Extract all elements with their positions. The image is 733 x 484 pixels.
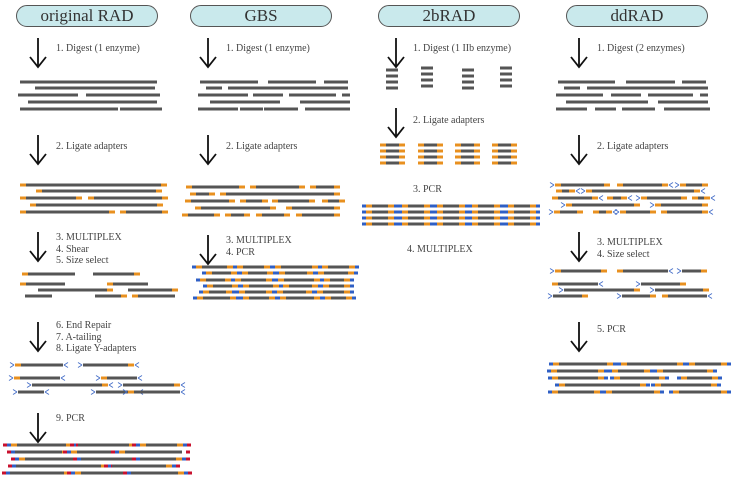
y-adapter-mark [26,382,32,388]
step-label: 1. Digest (1 enzyme) [56,43,140,54]
y-adapter-mark [560,202,566,208]
step-label: 6. End Repair 7. A-tailing 8. Ligate Y-a… [56,320,137,354]
step-label: 4. MULTIPLEX [407,244,473,255]
step-label: 1. Digest (2 enzymes) [597,43,685,54]
y-adapter-mark [575,188,581,194]
step-label: 9. PCR [56,413,85,424]
down-arrow-icon [199,235,217,266]
y-adapter-mark [12,389,18,395]
y-adapter-mark [598,281,604,287]
y-adapter-mark [95,375,101,381]
y-adapter-mark [649,287,655,293]
step-label: 1. Digest (1 IIb enzyme) [413,43,512,54]
y-adapter-mark [649,202,655,208]
down-arrow-icon [199,38,217,69]
down-arrow-icon [387,38,405,69]
y-adapter-mark [117,382,123,388]
y-adapter-mark [180,389,186,395]
y-adapter-mark [137,375,143,381]
y-adapter-mark [668,182,674,188]
down-arrow-icon [29,413,47,444]
y-adapter-mark [674,182,680,188]
y-adapter-mark [134,362,140,368]
y-adapter-mark [614,209,620,215]
y-adapter-mark [60,375,66,381]
down-arrow-icon [29,38,47,69]
y-adapter-mark [635,195,641,201]
y-adapter-mark [122,389,128,395]
y-adapter-mark [676,268,682,274]
y-adapter-mark [710,195,716,201]
down-arrow-icon [570,322,588,353]
y-adapter-mark [108,382,114,388]
y-adapter-mark [548,209,554,215]
y-adapter-mark [90,389,96,395]
y-adapter-mark [549,268,555,274]
y-adapter-mark [549,182,555,188]
y-adapter-mark [668,268,674,274]
y-adapter-mark [558,287,564,293]
step-label: 3. MULTIPLEX 4. PCR [226,235,292,258]
down-arrow-icon [570,38,588,69]
y-adapter-mark [547,293,553,299]
step-label: 2. Ligate adapters [226,141,298,152]
down-arrow-icon [570,135,588,166]
y-adapter-mark [77,362,83,368]
y-adapter-mark [707,293,713,299]
method-title-ddrad: ddRAD [566,5,708,27]
y-adapter-mark [598,195,604,201]
step-label: 2. Ligate adapters [413,115,485,126]
y-adapter-mark [9,362,15,368]
down-arrow-icon [29,322,47,353]
down-arrow-icon [29,135,47,166]
y-adapter-mark [63,362,69,368]
step-label: 3. MULTIPLEX 4. Size select [597,237,663,260]
step-label: 3. PCR [413,184,442,195]
method-title-original-rad: original RAD [16,5,158,27]
step-label: 2. Ligate adapters [56,141,128,152]
y-adapter-mark [627,195,633,201]
y-adapter-mark [635,281,641,287]
y-adapter-mark [44,389,50,395]
method-title-2brad: 2bRAD [378,5,520,27]
down-arrow-icon [570,232,588,263]
down-arrow-icon [387,108,405,139]
down-arrow-icon [199,135,217,166]
step-label: 5. PCR [597,324,626,335]
y-adapter-mark [616,293,622,299]
method-title-gbs: GBS [190,5,332,27]
y-adapter-mark [580,188,586,194]
y-adapter-mark [700,188,706,194]
step-label: 3. MULTIPLEX 4. Shear 5. Size select [56,232,122,266]
y-adapter-mark [180,382,186,388]
step-label: 1. Digest (1 enzyme) [226,43,310,54]
down-arrow-icon [29,232,47,263]
y-adapter-mark [8,375,14,381]
step-label: 2. Ligate adapters [597,141,669,152]
y-adapter-mark [708,209,714,215]
